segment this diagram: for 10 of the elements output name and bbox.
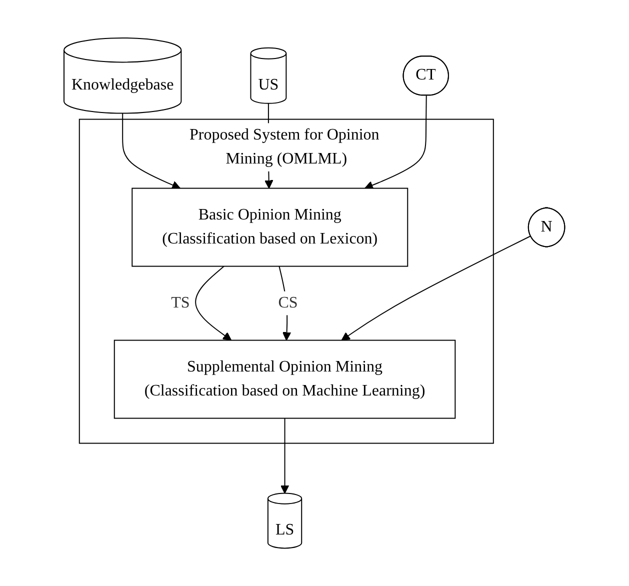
arrow (122, 112, 181, 190)
arrow (341, 235, 532, 341)
edge-label: TS (171, 294, 190, 312)
arrow (364, 95, 427, 190)
arrow (195, 266, 232, 341)
arrow (278, 266, 292, 341)
edge-label: CS (278, 294, 298, 312)
arrow (280, 418, 290, 494)
node-box: Supplemental Opinion Mining (Classification based on Machine Learning) (114, 340, 456, 419)
node-box: Basic Opinion Mining (Classification based on Lexicon) (132, 188, 408, 267)
